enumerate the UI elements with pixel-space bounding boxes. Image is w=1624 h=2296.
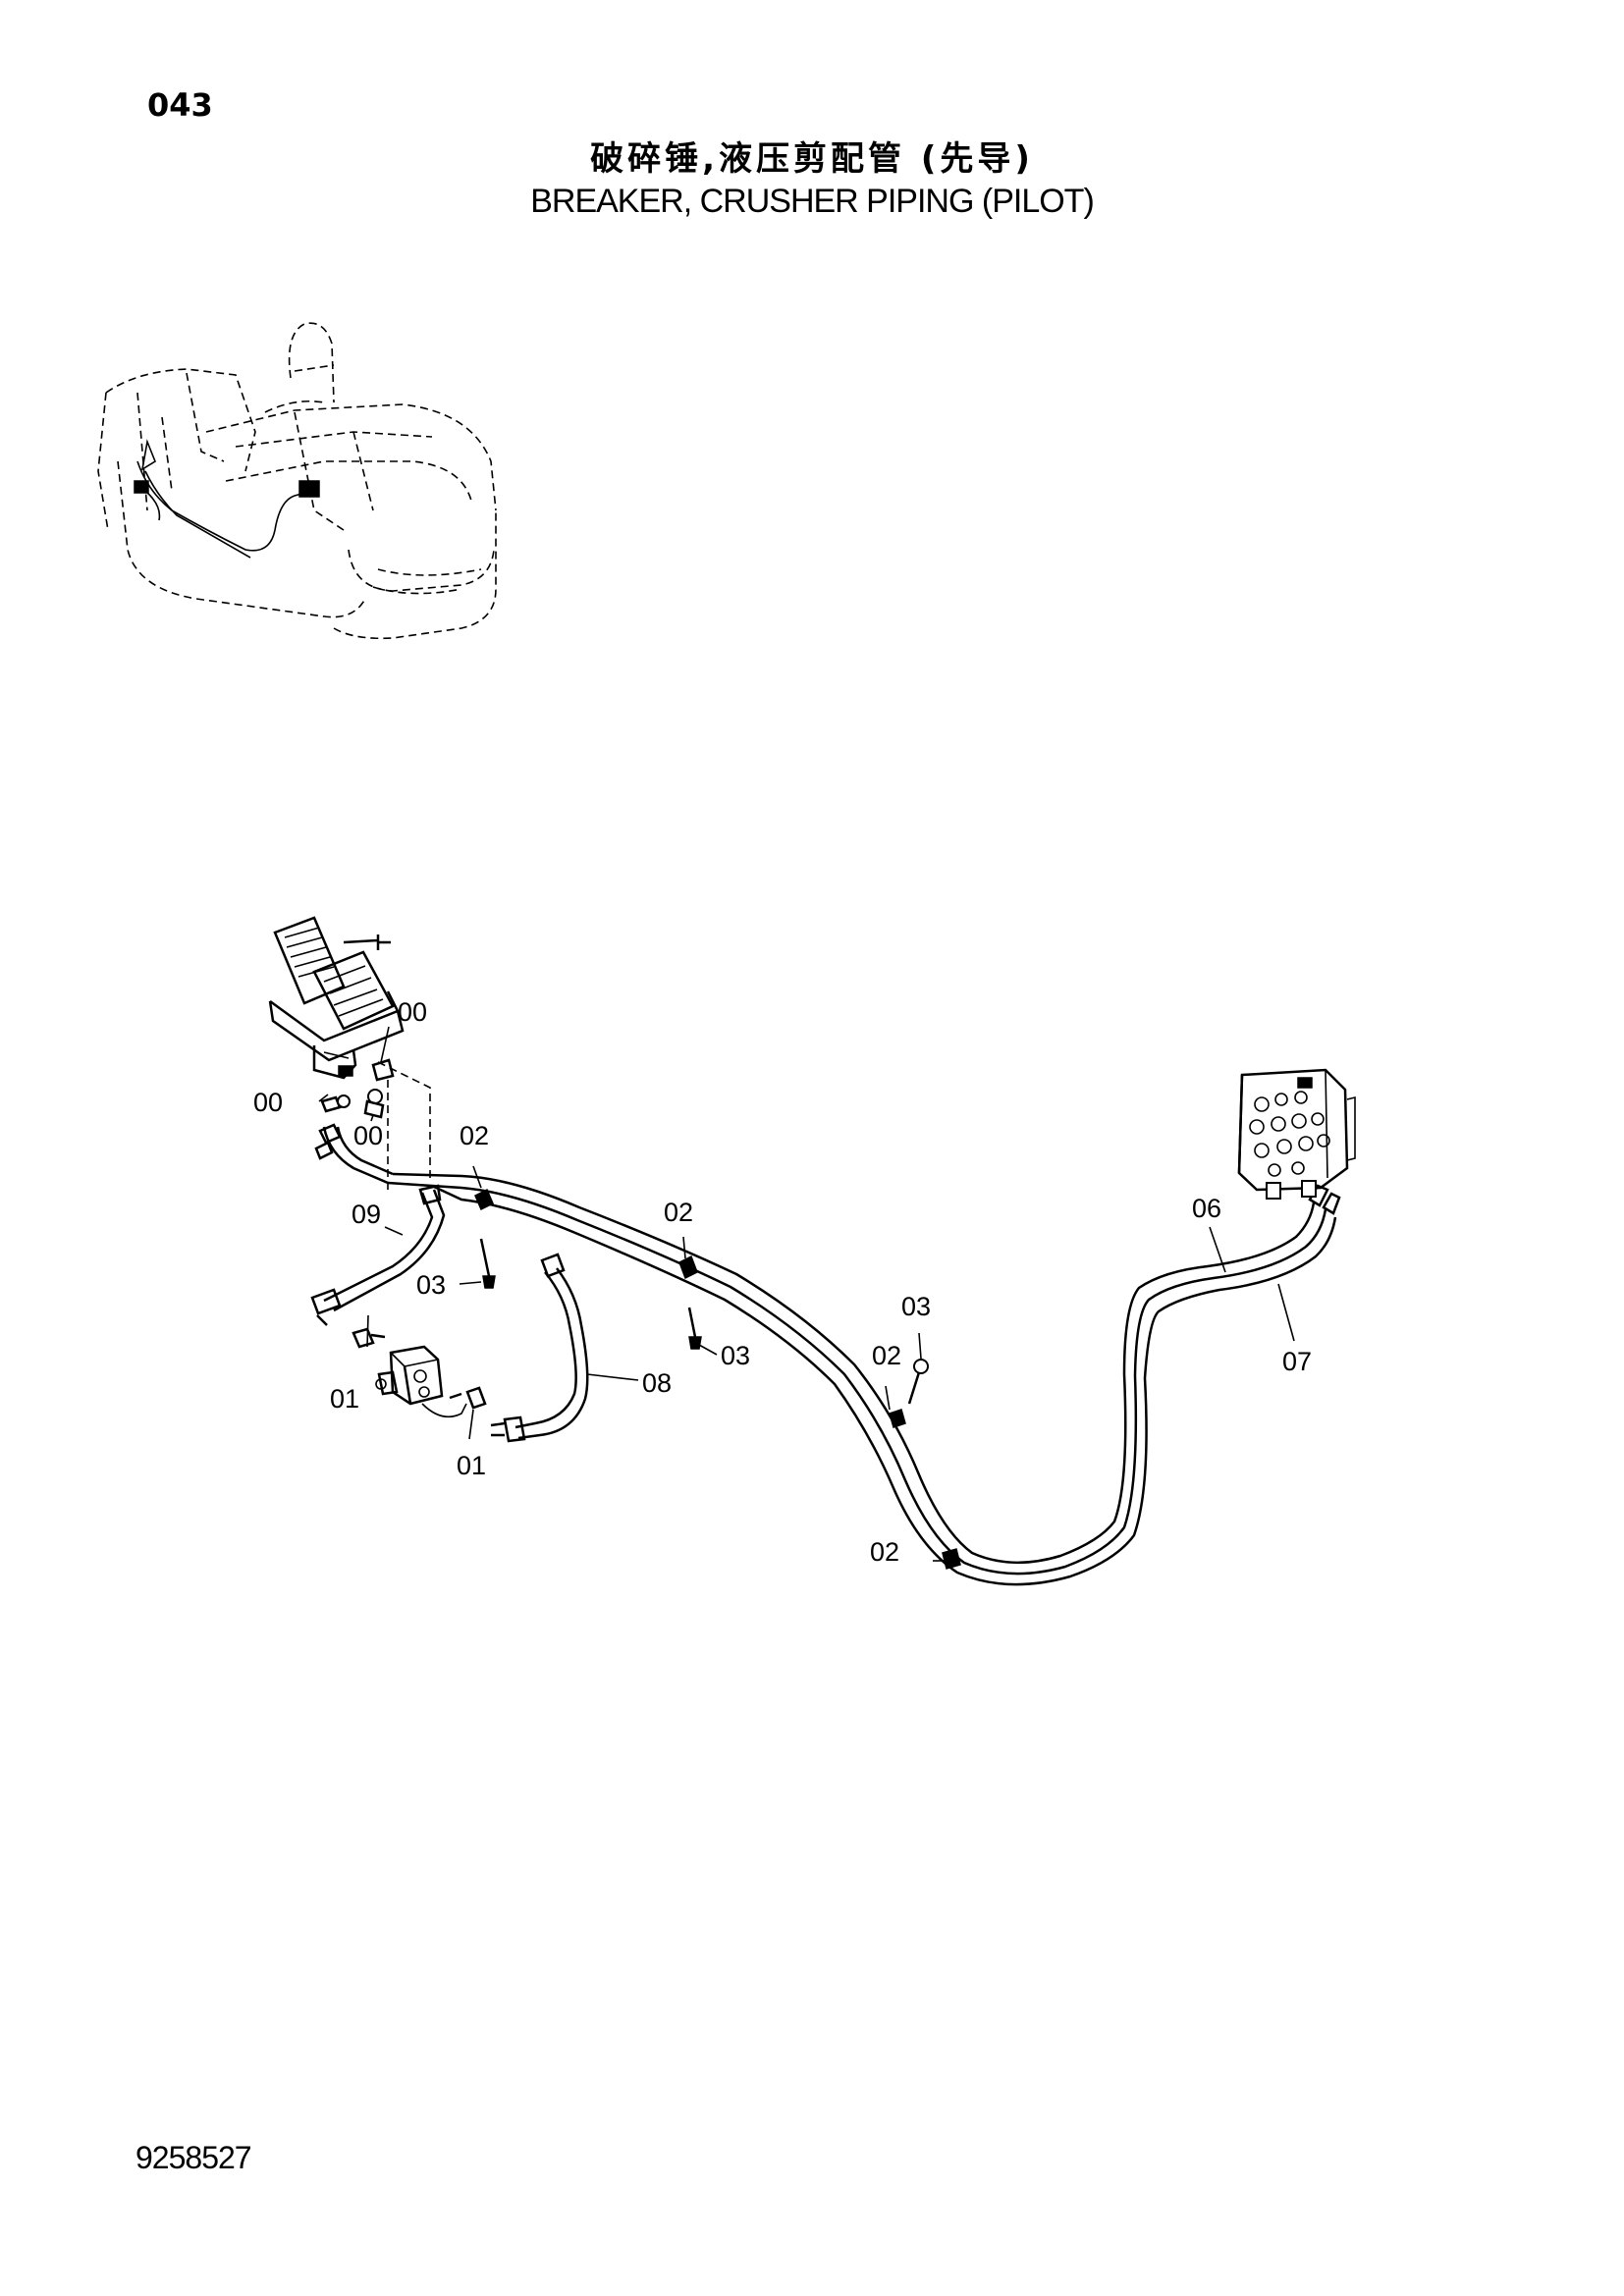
callout-labels: 00 00 00 09 02 02 02 02 03 03 03 01 01 0… [253,997,1312,1567]
excavator-overview-illustration [97,322,497,640]
callout-03-right: 03 [901,1292,931,1321]
title-chinese: 破碎锤,液压剪配管 (先导) [590,139,1034,179]
hose-09 [310,1123,446,1326]
pedal-fittings [320,1058,431,1193]
callout-01-left: 01 [330,1384,359,1414]
callout-06: 06 [1192,1194,1221,1223]
callout-07: 07 [1282,1347,1312,1376]
callout-03-middle: 03 [721,1341,750,1370]
callout-02-second: 02 [664,1198,693,1227]
solenoid-valve-and-hose-08 [352,1253,589,1443]
callout-08: 08 [642,1368,672,1398]
callout-01-bottom: 01 [457,1451,486,1480]
callout-00-upper: 00 [398,997,427,1027]
callout-00-lower: 00 [353,1121,383,1150]
page-number: 043 [147,86,213,124]
callout-02-first: 02 [460,1121,489,1150]
main-pilot-piping [387,1172,1341,1586]
document-number: 9258527 [135,2140,252,2175]
callout-03-left: 03 [416,1270,446,1300]
control-valve-block [1237,1068,1356,1200]
title-english: BREAKER, CRUSHER PIPING (PILOT) [530,183,1095,220]
pilot-pedal-valve [268,916,405,1080]
callout-00-left: 00 [253,1088,283,1117]
callout-02-third: 02 [872,1341,901,1370]
callout-09: 09 [352,1200,381,1229]
callout-02-bottom: 02 [870,1537,899,1567]
leader-lines [318,1026,1295,1562]
